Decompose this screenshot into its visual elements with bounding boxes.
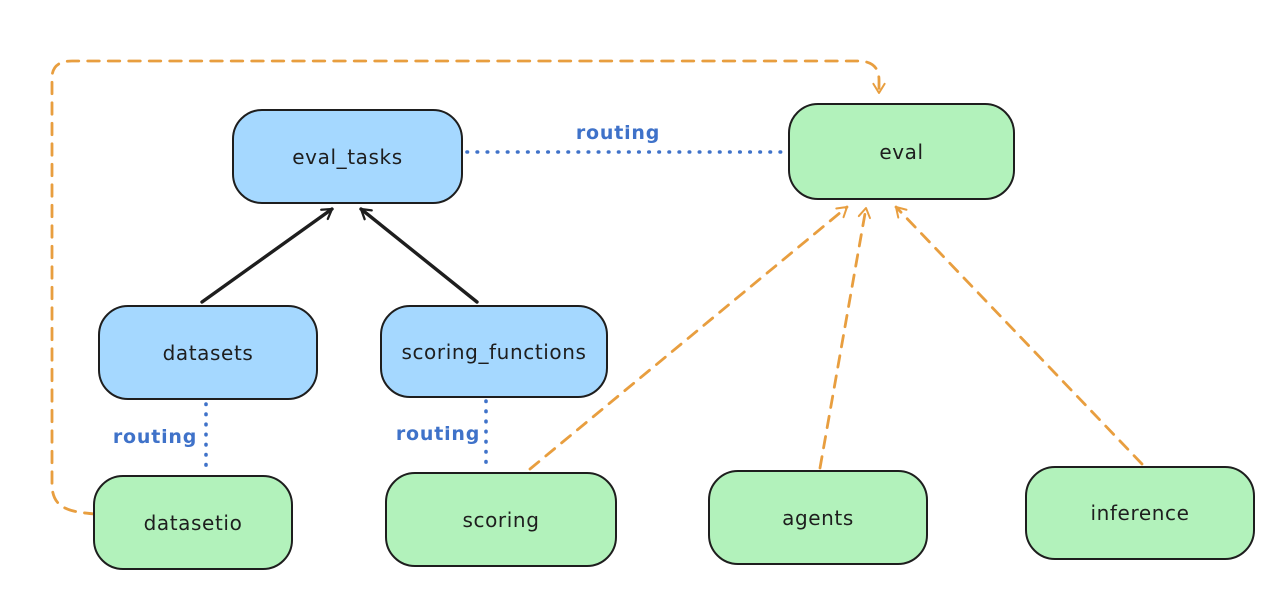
edge-datasetio-eval	[50, 59, 886, 516]
edge-label-routing-evaltasks-eval: routing	[575, 122, 661, 144]
edge-label-routing-datasets-datasetio: routing	[112, 426, 198, 448]
node-datasetio: datasetio	[93, 475, 293, 570]
node-eval: eval	[788, 103, 1015, 200]
node-datasets: datasets	[98, 305, 318, 400]
node-inference: inference	[1025, 466, 1255, 560]
edge-scoringfunctions-evaltasks	[359, 207, 479, 304]
node-scoring: scoring	[385, 472, 617, 567]
edge-scoring-eval	[528, 205, 849, 471]
node-agents: agents	[708, 470, 928, 565]
edge-agents-eval	[818, 206, 871, 470]
node-scoring-functions: scoring_functions	[380, 305, 608, 398]
edge-inference-eval	[894, 205, 1144, 466]
edge-label-routing-scoringfunctions-scoring: routing	[395, 423, 481, 445]
edge-datasets-evaltasks	[200, 207, 334, 304]
node-eval-tasks: eval_tasks	[232, 109, 463, 204]
